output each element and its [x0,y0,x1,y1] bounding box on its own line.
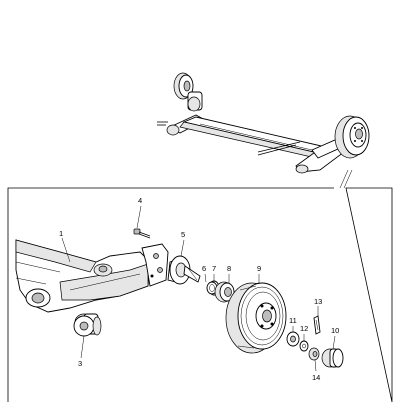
outer-bearing [286,331,300,347]
callout-9: 9 [257,264,261,273]
rubber-bush [73,313,102,337]
hub-cap [321,348,344,368]
callout-13: 13 [314,297,322,306]
callout-11: 11 [289,316,297,325]
leader-lines [61,205,336,372]
callout-4: 4 [138,196,142,205]
overview-right-drum [334,115,370,159]
callout-10: 10 [331,326,339,335]
callout-12: 12 [300,324,308,333]
wheel-bearing [214,281,235,303]
callout-3: 3 [78,359,82,368]
stub-axle [167,255,201,285]
castle-nut [308,347,320,361]
callout-1: 1 [59,229,63,238]
callout-8: 8 [227,264,231,273]
split-pin [313,315,321,335]
axle-overview [157,72,370,174]
callout-6: 6 [202,264,206,273]
detail-frame [7,187,393,403]
overview-cross-beam [179,116,332,159]
brake-drum [225,282,287,354]
thrust-washer [299,340,309,352]
overview-left-drum [173,72,203,112]
detail-pointer-line [343,169,353,189]
mounting-bolt [133,228,151,239]
detail-pointer-line [339,169,349,189]
axle-beam [15,239,169,313]
callout-14: 14 [312,373,320,382]
callout-7: 7 [212,264,216,273]
callout-5: 5 [181,230,185,239]
